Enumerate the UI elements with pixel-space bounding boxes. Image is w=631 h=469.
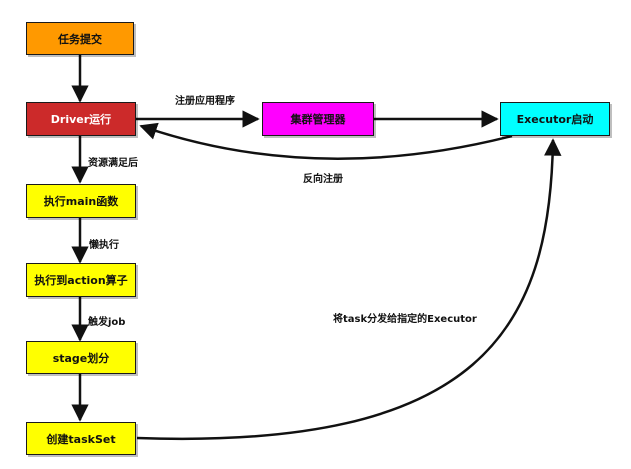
node-driver-run-label: Driver运行 — [50, 113, 112, 126]
node-exec-action: 执行到action算子 — [26, 263, 136, 297]
edge-label-dispatch-tasks: 将task分发给指定的Executor — [333, 314, 477, 325]
edge-label-trigger-job: 触发job — [88, 317, 126, 328]
node-task-submit: 任务提交 — [26, 22, 134, 55]
edge-label-reverse-register: 反向注册 — [303, 174, 343, 185]
edge-label-resources-ready: 资源满足后 — [88, 158, 138, 169]
node-create-taskset: 创建taskSet — [26, 422, 136, 455]
node-task-submit-label: 任务提交 — [58, 32, 102, 46]
node-stage-split: stage划分 — [26, 341, 136, 374]
node-executor-start-label: Executor启动 — [516, 113, 594, 126]
edge-label-register-app: 注册应用程序 — [175, 96, 235, 107]
edge-label-lazy-exec: 懒执行 — [89, 240, 119, 251]
node-cluster-manager-label: 集群管理器 — [290, 113, 346, 126]
node-create-taskset-label: 创建taskSet — [46, 432, 116, 446]
node-stage-split-label: stage划分 — [52, 351, 110, 365]
node-executor-start: Executor启动 — [500, 102, 610, 136]
node-driver-run: Driver运行 — [26, 102, 136, 136]
arrow-executor-to-driver — [139, 122, 513, 160]
node-exec-main: 执行main函数 — [26, 184, 136, 218]
node-cluster-manager: 集群管理器 — [262, 102, 374, 136]
arrow-taskset-to-executor — [136, 138, 562, 441]
node-exec-main-label: 执行main函数 — [43, 195, 119, 208]
node-exec-action-label: 执行到action算子 — [34, 274, 128, 287]
